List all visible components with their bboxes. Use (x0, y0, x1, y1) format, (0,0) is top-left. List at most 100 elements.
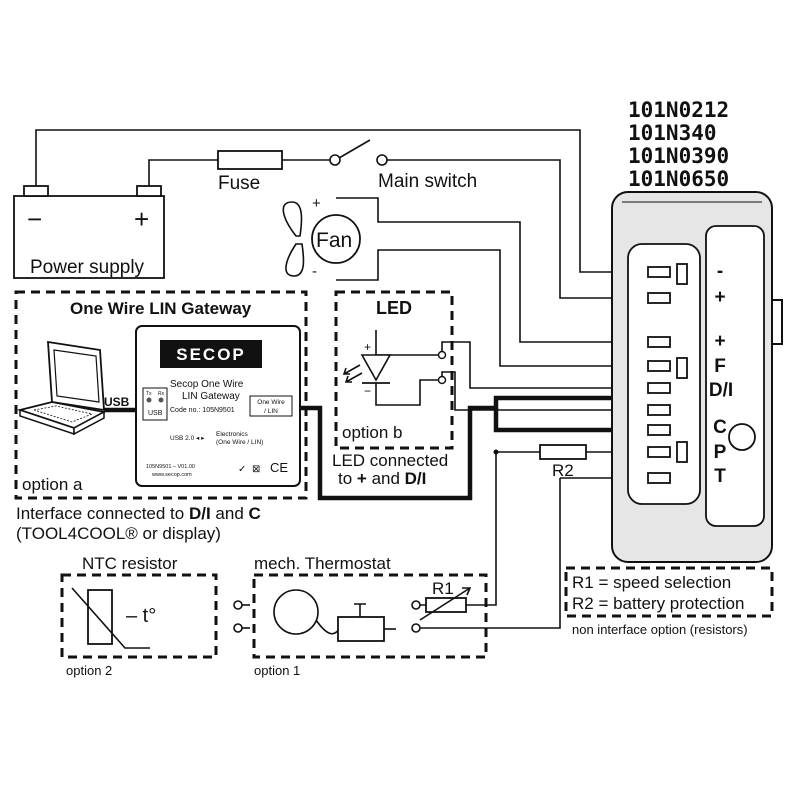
wire-r1-top (470, 452, 497, 606)
switch-lever (338, 139, 371, 159)
r1-label: R1 (432, 579, 454, 598)
one-wire-label-2: / LIN (264, 408, 278, 415)
usb-port-panel (142, 387, 168, 421)
option-b-frame (334, 290, 454, 450)
wire-led-plus (441, 341, 648, 389)
led-plus-sign: + (364, 340, 371, 354)
electronics-label-1: Electronics (216, 431, 249, 438)
main-switch-component: Main switch (329, 139, 477, 192)
terminal-label: T (714, 466, 726, 487)
legend-r2: R2 = battery protection (572, 594, 744, 613)
connector-block (627, 243, 701, 505)
main-switch-label: Main switch (378, 171, 477, 192)
battery-body (13, 195, 165, 279)
power-supply: − + Power supply (13, 185, 165, 279)
thermostat-body-icon (337, 616, 385, 642)
gateway-code: Code no.: 105N9501 (170, 407, 235, 414)
fan-motor-symbol (311, 214, 361, 264)
option-b-label: option b (342, 423, 403, 442)
secop-logo-bg (160, 340, 262, 368)
option-2-frame (60, 573, 218, 659)
r2-symbol (539, 444, 587, 460)
rx-led-icon (158, 397, 164, 403)
option-1-label: option 1 (254, 663, 300, 678)
led-terminal-minus (437, 375, 447, 385)
wire-r1-bottom (420, 478, 561, 629)
arrows-icon: ◂ ▸ (196, 435, 205, 442)
wire-minus (35, 129, 648, 273)
ntc-temperature-symbol: – t° (126, 605, 156, 627)
tx-led-icon (146, 397, 152, 403)
terminal-label: - (717, 261, 723, 282)
usb-port-label: USB (148, 410, 163, 417)
led-wire-bottom (375, 379, 442, 406)
thermostat-capillary (315, 619, 341, 635)
terminal-label: F (714, 356, 726, 377)
usb20-label: USB 2.0 (170, 435, 195, 442)
interface-note: Interface connected to D/I and C (TOOL4C… (16, 504, 261, 543)
option-2-label: option 2 (66, 663, 112, 678)
model-number: 101N340 (628, 121, 717, 145)
gateway-option-box: One Wire LIN Gateway USB SECOP Secop One… (14, 290, 308, 500)
ntc-title: NTC resistor (82, 554, 178, 573)
controller-button-icon (728, 423, 756, 451)
ce-mark: CE (270, 460, 288, 475)
gateway-title: One Wire LIN Gateway (70, 299, 252, 318)
battery-minus-post (23, 185, 49, 197)
switch-contact-right (376, 154, 388, 166)
ntc-resistor-symbol (87, 589, 113, 645)
fan-component: Fan + - (282, 195, 361, 280)
junction-dot (493, 449, 499, 455)
one-wire-port (249, 395, 293, 417)
terminal-label: D/I (709, 380, 733, 401)
interface-note-line1: Interface connected to D/I and C (16, 504, 261, 523)
fuse-symbol (217, 150, 283, 170)
led-note-line1: LED connected (332, 451, 448, 470)
battery-plus-sign: + (134, 204, 149, 234)
ntc-terminal-b (233, 623, 243, 633)
thermostat-terminal-b (411, 623, 421, 633)
wire-gateway-di (300, 395, 648, 501)
battery-minus-sign: − (27, 204, 42, 234)
fuse-label: Fuse (218, 173, 260, 194)
fan-blade-top (282, 201, 303, 237)
resistor-legend: R1 = speed selection R2 = battery protec… (564, 566, 774, 637)
thermostat-option-box: mech. Thermostat R1 option 1 (252, 554, 488, 678)
one-wire-label-1: One Wire (257, 399, 285, 406)
fuse-component: Fuse (217, 150, 283, 194)
battery-plus-post (136, 185, 162, 197)
fan-blade-bottom (285, 243, 305, 277)
thermostat-terminal-a (411, 600, 421, 610)
connector-pins (647, 263, 688, 484)
legend-r1: R1 = speed selection (572, 573, 731, 592)
led-note-line2: to + and D/I (338, 469, 426, 488)
option-a-frame (14, 290, 308, 500)
r1-resistor-symbol (425, 597, 467, 613)
model-number: 101N0390 (628, 144, 729, 168)
fan-minus-sign: - (312, 263, 317, 280)
switch-contact-left (329, 154, 341, 166)
option-a-label: option a (22, 475, 83, 494)
led-diode-icon (360, 354, 392, 382)
model-number: 101N0650 (628, 167, 729, 191)
led-option-box: LED + − option b LED connected to + and … (332, 290, 454, 488)
resistor-r2: R2 (493, 444, 587, 480)
wire-plus-c (386, 159, 648, 299)
terminal-label: P (714, 442, 727, 463)
terminal-label: + (714, 331, 725, 352)
wire-led-minus (441, 371, 648, 411)
led-terminal-plus (437, 350, 447, 360)
led-light-arrow-icon-2 (344, 372, 363, 383)
power-supply-label: Power supply (30, 257, 145, 278)
terminal-label: C (713, 417, 727, 438)
electronics-label-2: (One Wire / LIN) (216, 439, 263, 446)
ntc-slope-line (71, 587, 150, 649)
r1-variable-arrow-icon (419, 587, 472, 621)
check-icon: ✓ (238, 464, 246, 475)
model-number: 101N0212 (628, 98, 729, 122)
wire-fan-plus (336, 197, 648, 343)
ntc-terminal-a (233, 600, 243, 610)
gateway-product-line1: Secop One Wire (170, 379, 244, 390)
wire-gateway-c (493, 408, 648, 433)
